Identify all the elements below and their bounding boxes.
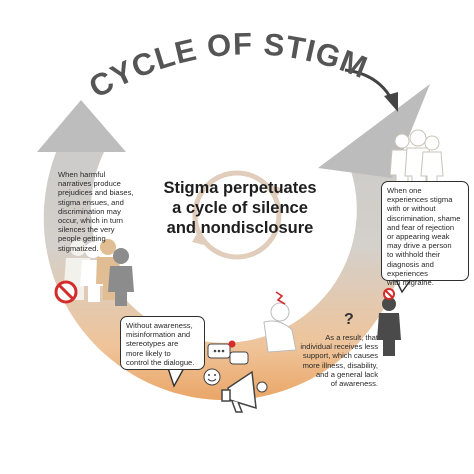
center-line-1: Stigma perpetuates <box>163 179 317 197</box>
note-line: occur, which in turn <box>58 216 123 226</box>
people-group-icon <box>389 129 444 188</box>
center-statement: Stigma perpetuates a cycle of silence an… <box>140 178 340 238</box>
center-line-2: a cycle of silence <box>172 199 308 217</box>
note-line: control the dialogue. <box>126 357 195 367</box>
note-line: diagnosis and <box>387 259 434 269</box>
left-arrow-head <box>37 100 126 152</box>
note-line: stigma ensues, and <box>58 197 124 207</box>
note-line: people getting <box>58 234 106 244</box>
smiley-icon <box>203 368 221 386</box>
note-line: individual receives less <box>300 342 378 352</box>
bubble-experiences-stigma: When one experiences stigma with or with… <box>381 181 469 287</box>
standing-person-icon <box>377 297 401 356</box>
center-line-3: and nondisclosure <box>166 219 314 237</box>
no-symbol-small-icon <box>383 288 395 300</box>
note-line: misinformation and <box>126 330 191 340</box>
note-line: or appearing weak <box>387 232 450 242</box>
note-line: to withhold their <box>387 250 441 260</box>
recycle-ring-icon <box>192 170 282 260</box>
note-line: As a result, that <box>325 333 378 342</box>
note-line: and fear of rejection <box>387 222 455 232</box>
note-line: discrimination, shame <box>387 213 461 223</box>
diagram-title: CYCLE OF STIGMA <box>0 0 373 105</box>
note-line: stereotypes are <box>126 339 179 349</box>
bubble-text: When one experiences stigma with or with… <box>387 186 467 287</box>
note-line: more illness, disability, <box>302 360 378 370</box>
note-line: experiences <box>387 268 428 278</box>
chat-icon <box>207 340 249 365</box>
bubble-without-awareness: Without awareness, misinformation and st… <box>120 316 205 370</box>
note-as-a-result: As a result, that individual receives le… <box>276 333 378 388</box>
note-line: narratives produce <box>58 179 121 189</box>
note-line: silences the very <box>58 225 115 235</box>
note-line: may drive a person <box>387 241 452 251</box>
note-line: experiences stigma <box>387 195 453 205</box>
note-line: When harmful <box>58 170 106 179</box>
people-group-left-icon <box>64 239 134 306</box>
right-arrow-head-shape <box>318 84 430 178</box>
note-line: stigmatized. <box>58 243 99 253</box>
note-line: discrimination may <box>58 206 121 216</box>
title-arrow-head <box>384 92 398 112</box>
note-line: Without awareness, <box>126 321 193 330</box>
note-line: with migraine. <box>387 278 434 288</box>
note-line: prejudices and biases, <box>58 188 134 198</box>
note-line: support, which causes <box>302 351 378 361</box>
bubble-text: Without awareness, misinformation and st… <box>126 321 204 367</box>
question-mark: ? <box>344 311 354 328</box>
note-line: and a general lack <box>315 369 378 379</box>
migraine-person-icon <box>263 291 297 353</box>
megaphone-icon <box>221 370 268 413</box>
no-symbol-icon <box>54 280 78 304</box>
note-harmful-narratives: When harmful narratives produce prejudic… <box>58 170 154 253</box>
note-line: more likely to <box>126 348 171 358</box>
note-line: When one <box>387 186 422 195</box>
note-line: with or without <box>387 204 436 214</box>
note-line: of awareness. <box>330 379 378 389</box>
